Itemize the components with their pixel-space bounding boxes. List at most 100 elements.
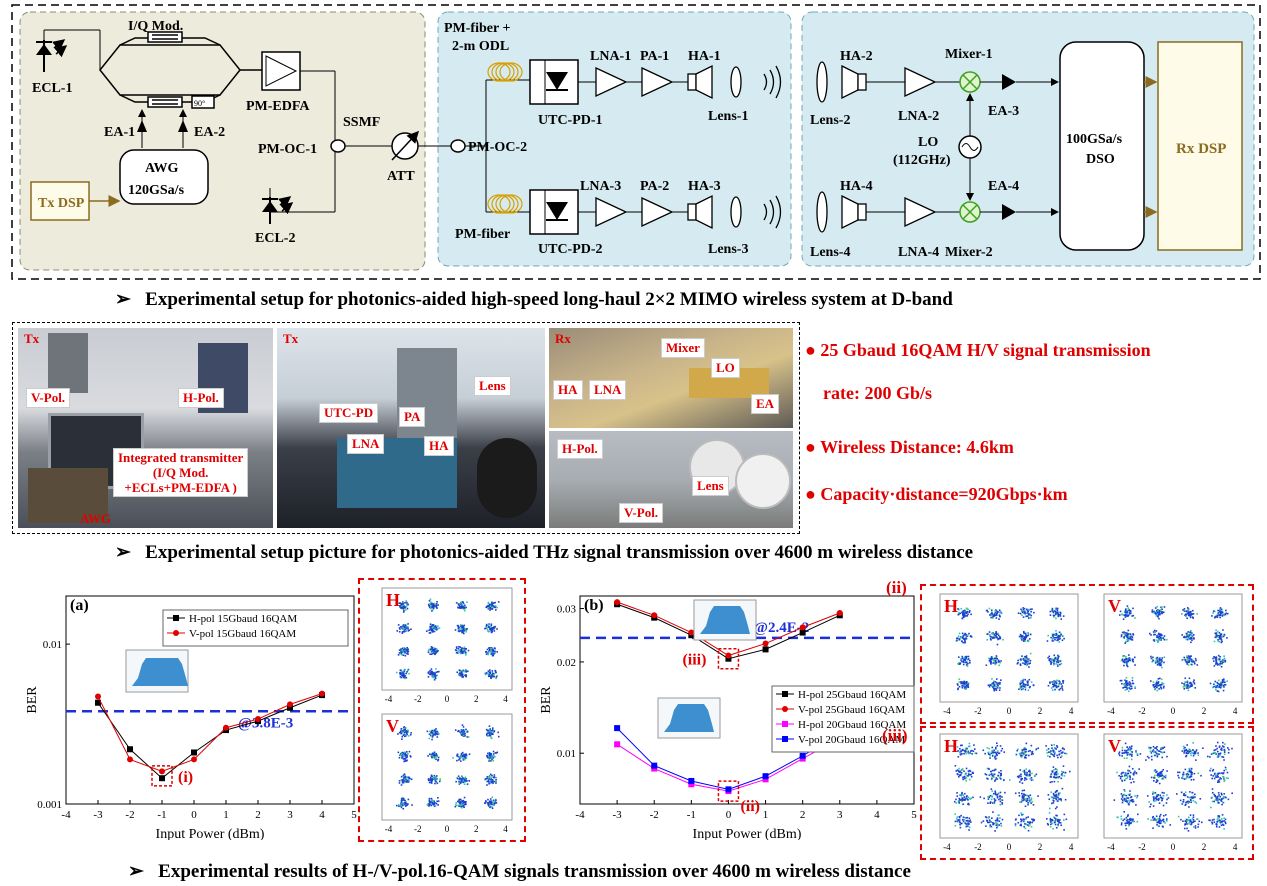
constellation-point [488, 605, 491, 607]
constellation-point [490, 631, 493, 634]
constellation-point [1130, 821, 1133, 823]
constellation-point [993, 822, 995, 825]
constellation-point [1187, 752, 1190, 754]
constellation-point [1188, 686, 1190, 688]
constellation-point [985, 825, 987, 827]
constellation-point [457, 607, 460, 609]
constellation-point [964, 610, 966, 613]
constellation-point [1028, 754, 1030, 757]
constellation-point [1022, 607, 1024, 609]
constellation-point [957, 688, 959, 691]
constellation-point [492, 602, 494, 605]
constellation-point [1130, 638, 1133, 641]
constellation-point [1120, 823, 1123, 826]
constellation-point [1024, 774, 1027, 776]
constellation-point [465, 780, 468, 782]
constellation-point [1220, 800, 1223, 802]
constellation-point [1059, 749, 1062, 752]
constellation-point [437, 627, 439, 630]
constellation-point [1156, 755, 1159, 758]
constellation-point [1213, 683, 1215, 686]
constellation-point [1022, 752, 1025, 754]
x-tick-label: -4 [61, 809, 71, 821]
constellation-tick: 4 [1233, 706, 1238, 716]
constellation-point [1002, 638, 1004, 641]
constellation-point [1125, 640, 1127, 643]
constellation-point [486, 648, 489, 651]
constellation-point [1023, 820, 1025, 823]
tx-dsp-label: Tx DSP [38, 196, 85, 211]
constellation-point [1190, 775, 1193, 778]
constellation-point [960, 772, 963, 774]
constellation-point [998, 689, 1001, 692]
constellation-point [1155, 683, 1158, 685]
constellation-point [457, 673, 460, 675]
constellation-point [1119, 610, 1122, 613]
constellation-point [1224, 796, 1226, 799]
p2-lna-label: LNA [347, 434, 385, 454]
constellation-point [973, 748, 976, 750]
constellation-point [963, 682, 966, 685]
constellation-point [1054, 771, 1057, 774]
constellation-point [463, 630, 465, 632]
constellation-point [988, 795, 990, 798]
constellation-point [1061, 787, 1064, 790]
constellation-point [1156, 779, 1159, 782]
constellation-point [1065, 818, 1068, 821]
constellation-point [1184, 659, 1187, 662]
constellation-point [1186, 681, 1189, 684]
constellation-point [1195, 802, 1198, 804]
constellation-point [1123, 664, 1125, 667]
constellation-point [957, 687, 959, 690]
constellation-point [402, 611, 405, 613]
constellation-point [1159, 771, 1162, 773]
constellation-point [1154, 791, 1157, 794]
constellation-point [1057, 657, 1059, 660]
constellation-point [1211, 819, 1214, 821]
constellation-point [1152, 745, 1155, 748]
constellation-point [960, 814, 962, 817]
constellation-point [1215, 662, 1217, 664]
constellation-point [492, 780, 494, 782]
constellation-tick: -2 [974, 842, 982, 852]
constellation-point [1131, 755, 1133, 757]
constellation-point [1019, 685, 1022, 688]
constellation-point [964, 641, 966, 644]
constellation-point [1128, 765, 1131, 768]
constellation-point [990, 616, 992, 619]
constellation-point [485, 728, 488, 731]
constellation-point [1215, 634, 1218, 637]
constellation-point [1223, 817, 1225, 820]
constellation-point [462, 626, 465, 628]
constellation-point [1211, 615, 1213, 617]
constellation-point [1221, 820, 1224, 822]
constellation-point [1161, 797, 1163, 799]
constellation-point [1158, 821, 1160, 824]
tx-dsp-block [30, 181, 90, 221]
constellation-point [1189, 791, 1191, 793]
x-tick-label: 5 [911, 809, 917, 821]
constellation-point [992, 686, 995, 688]
constellation-tick: -2 [414, 694, 422, 704]
constellation-point [1196, 664, 1199, 666]
constellation-point [462, 648, 464, 651]
constellation-point [404, 606, 407, 608]
constellation-point [1219, 635, 1222, 638]
constellation-point [1213, 655, 1215, 658]
legend-marker [173, 615, 179, 621]
constellation-point [967, 773, 970, 776]
constellation-point [1159, 636, 1162, 639]
constellation-point [1025, 816, 1028, 819]
constellation-point [1051, 819, 1054, 821]
constellation-point [1183, 635, 1186, 638]
constellation-point [489, 672, 491, 675]
constellation-point [1020, 799, 1023, 801]
constellation-point [996, 682, 998, 684]
constellation-point [491, 601, 493, 604]
constellation-point [404, 652, 406, 654]
constellation-point [487, 779, 490, 782]
constellation-point [458, 804, 461, 806]
constellation-point [1024, 805, 1027, 808]
constellation-point [403, 650, 405, 653]
constellation-point [1130, 781, 1132, 784]
